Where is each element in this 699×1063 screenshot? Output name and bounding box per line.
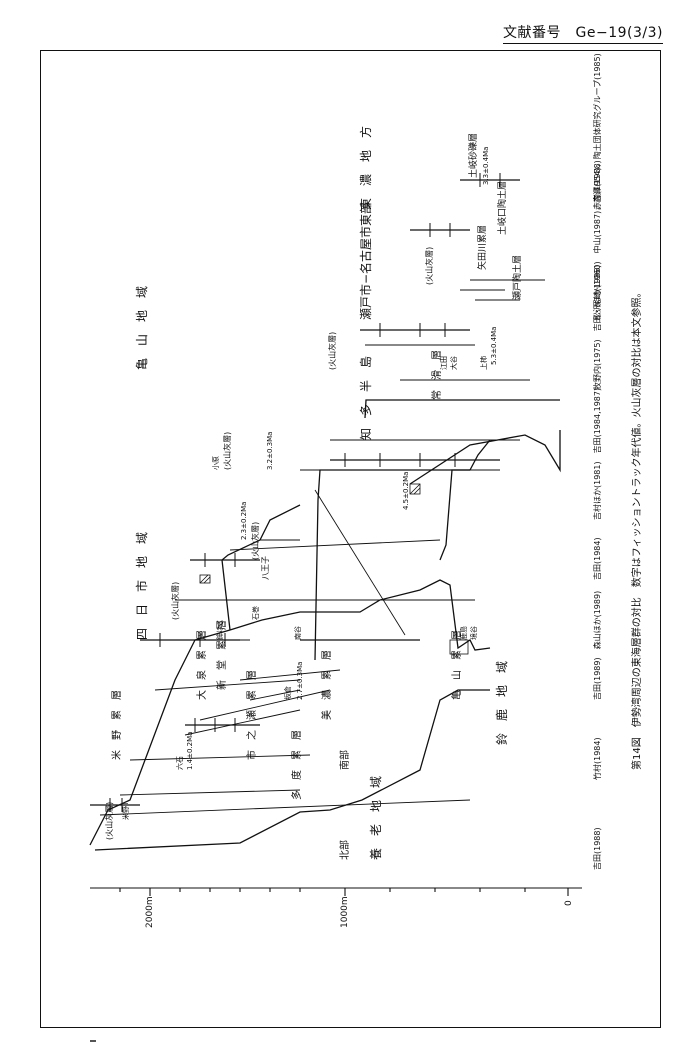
ref-1: 吉田(1988) [593, 827, 602, 870]
ref-7: 松沢ほか(1960) 中山(1987)，古澤(1988) [592, 160, 602, 320]
formation-tokoname: 常 滑 層 [430, 350, 443, 400]
layer-marks [109, 173, 501, 812]
hatched-blocks [199, 483, 469, 655]
region-suzuka: 鈴 鹿 地 域 [494, 661, 509, 745]
label-sakai: 境谷 [469, 626, 478, 640]
section-outline [89, 399, 561, 851]
label-eda: 江田 [440, 356, 448, 370]
label-ohtani: 大谷 [449, 356, 458, 370]
label-kohara: 小原 [211, 456, 220, 470]
region-hokubu: 北部 [338, 840, 351, 860]
label-kashima: 鹿島 [459, 626, 468, 640]
figure-caption: 第14図 伊勢湾周辺の東海層群の対比 数字はフィッショントラック年代値。火山灰層… [630, 287, 643, 770]
ref-2: 竹村(1984) [592, 737, 602, 780]
formation-yada: 矢田川累層 [476, 225, 488, 270]
ref-6: 牧野内(1975) 吉田・尾崎(1986) [592, 265, 602, 390]
region-yokkaichi: 四 日 市 地 域 [134, 532, 149, 640]
label-ft1: 1.4±0.2Ma [186, 732, 194, 770]
axis-tick-0: 0 [564, 900, 574, 906]
region-nanbu: 南部 [338, 750, 351, 770]
correlation-lines [99, 279, 545, 816]
figure-frame [40, 50, 661, 1028]
region-kameyama: 亀 山 地 域 [135, 286, 149, 370]
ref-5: 吉村ほか(1981) 吉田(1984,1987) [592, 388, 602, 520]
ash-label-5: (火山灰層) [327, 332, 337, 370]
label-ft3: 2.3±0.2Ma [240, 502, 248, 540]
label-ageki: 上柿 [479, 356, 488, 370]
label-ft5: 4.5±0.2Ma [402, 472, 410, 510]
section-columns [90, 179, 520, 806]
page-mark [90, 1040, 96, 1042]
ash-label-3: (火山灰層) [222, 432, 232, 470]
ref-3: 吉田(1989) 森山ほか(1989) [592, 591, 602, 700]
axis-tick-2000: 2000m [145, 896, 155, 928]
region-chita: 知 多 半 島 [358, 356, 373, 440]
region-tono: 東 濃 地 方 [358, 126, 373, 210]
ash-label-2: (火山灰層) [170, 582, 180, 620]
formation-ichinose: 市 之 瀬 累 層 [245, 670, 258, 760]
ref-8: 赤嶺(1954)，陶土団体研究グループ(1985) [592, 53, 602, 210]
formation-tado: 多 度 累 層 [290, 730, 303, 800]
label-rokkaku: 六石 [175, 756, 184, 770]
ash-label-1: (火山灰層) [104, 802, 114, 840]
label-ft6: 5.3±0.4Ma [490, 327, 498, 365]
formation-komono: 米 野 累 層 [110, 690, 123, 760]
formation-shindo: 新 堂 累 層 [215, 620, 228, 690]
formation-toki: 土岐砂礫層 [467, 133, 479, 178]
region-seto: 瀬戸市−名古屋市東部 [358, 202, 373, 320]
formation-kameyama: 亀 山 累 層 [450, 630, 463, 700]
region-yoro: 養 老 地 域 [368, 776, 383, 860]
label-komono-ash: 米野Ⅱ [121, 803, 130, 820]
label-ft7: 3.3±0.4Ma [482, 147, 490, 185]
ref-4: 吉田(1984) [593, 537, 602, 580]
label-minami: 南谷 [293, 626, 302, 640]
formation-toki-clay: 土岐口陶土層 [496, 181, 508, 235]
depth-axis [90, 887, 582, 896]
formation-seto-clay: 瀬戸陶土層 [511, 255, 523, 300]
label-ishinomaki: 石巻 [251, 606, 260, 620]
ash-label-6: (火山灰層) [424, 247, 434, 285]
formation-oizumi: 大 泉 累 層 [195, 630, 208, 700]
label-hokobu: 鉾ほこ [215, 619, 224, 640]
label-sakakura: 坂倉 [283, 686, 292, 700]
label-hachioji: 八王子 [261, 556, 270, 580]
ash-label-4: (火山灰層) [250, 522, 260, 560]
axis-tick-1000: 1000m [340, 896, 350, 928]
document-number: 文献番号 Ge−19(3/3) [503, 22, 663, 44]
formation-mizuho: 美 濃 累 層 [320, 650, 333, 720]
label-ft4: 3.2±0.3Ma [266, 432, 274, 470]
label-ft2: 2.7±0.3Ma [296, 662, 304, 700]
